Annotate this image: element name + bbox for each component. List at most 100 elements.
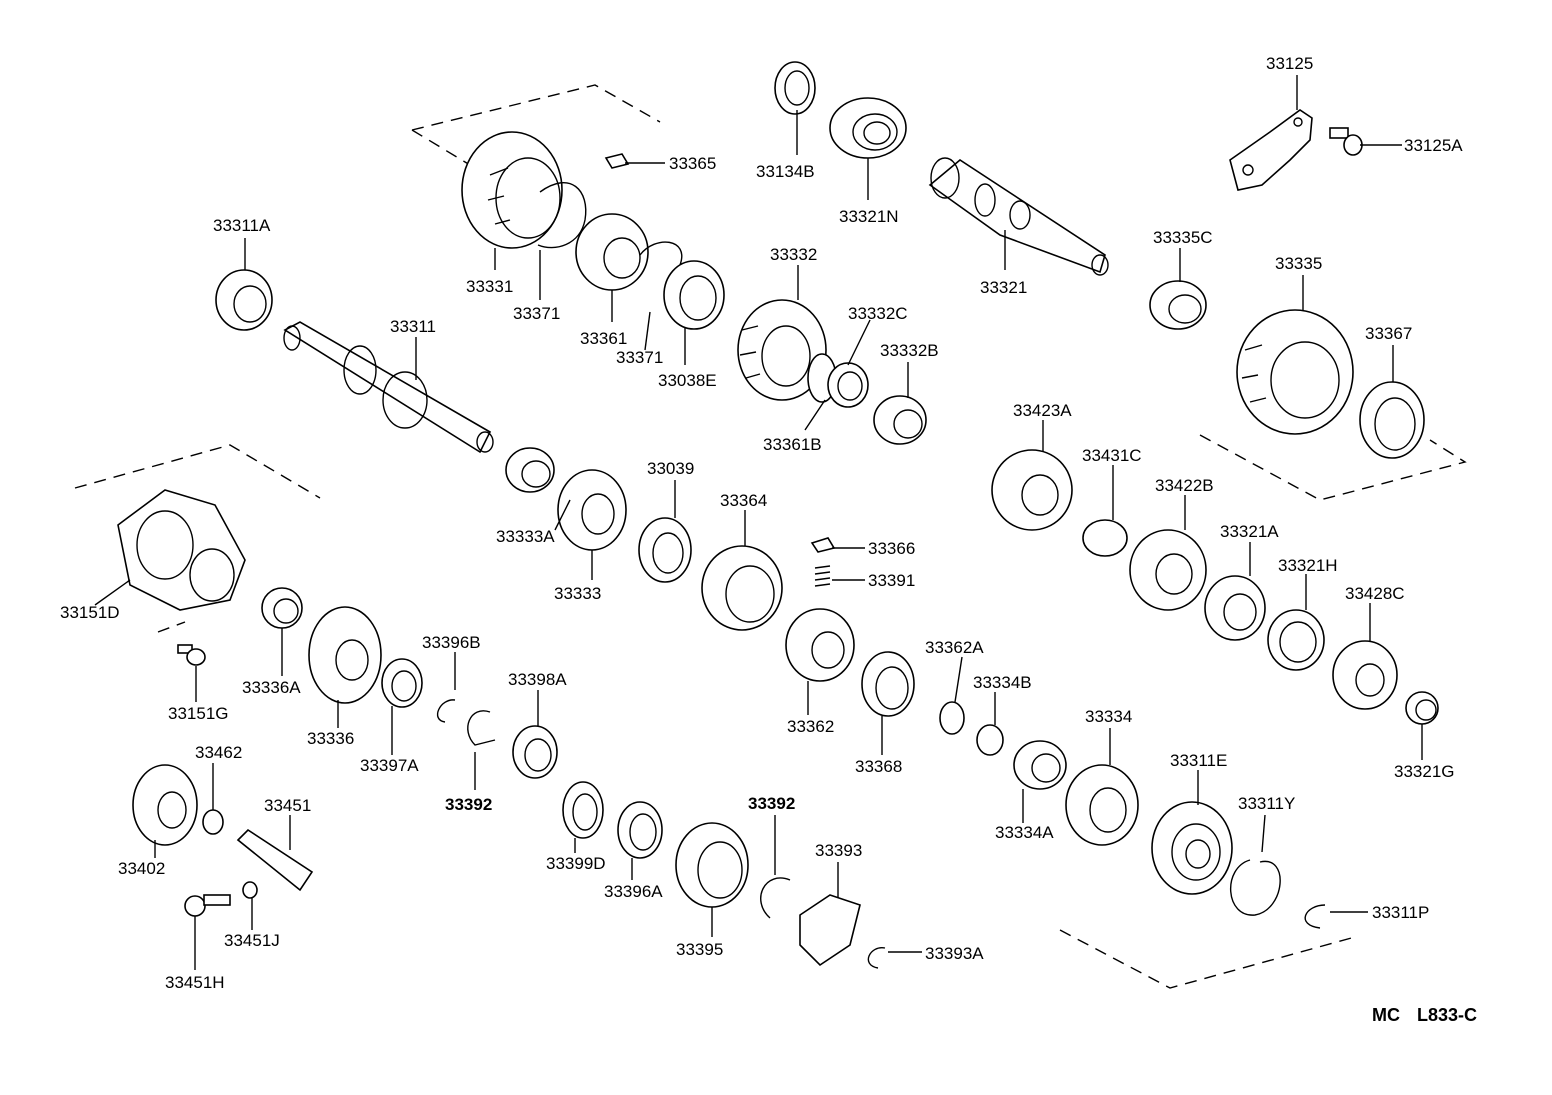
shaft-33451 — [236, 828, 314, 892]
gear-33334 — [1065, 764, 1139, 846]
bolt-33125A — [1329, 127, 1363, 156]
label-33423A: 33423A — [1013, 401, 1072, 420]
label-33361: 33361 — [580, 329, 627, 348]
label-33332C: 33332C — [848, 304, 908, 323]
ring-33397A — [381, 658, 423, 708]
label-33332B: 33332B — [880, 341, 939, 360]
label-33367: 33367 — [1365, 324, 1412, 343]
label-33321G: 33321G — [1394, 762, 1455, 781]
label-33371a: 33371 — [513, 304, 560, 323]
ring-33368 — [861, 651, 915, 717]
label-33311: 33311 — [390, 317, 436, 336]
dashed-group-outlines — [74, 84, 1467, 989]
ring-33367 — [1359, 381, 1425, 459]
label-33311A: 33311A — [213, 216, 271, 235]
washer-33462 — [202, 809, 224, 835]
ring-33393A — [867, 947, 886, 969]
clip-33392b — [760, 877, 791, 919]
label-33321H: 33321H — [1278, 556, 1338, 575]
label-33039: 33039 — [647, 459, 694, 478]
label-33331: 33331 — [466, 277, 513, 296]
key-33365 — [604, 153, 630, 169]
ring-33321H — [1267, 609, 1325, 671]
label-33392a: 33392 — [445, 795, 492, 814]
label-33391: 33391 — [868, 571, 915, 590]
bearing-33321A — [1204, 575, 1266, 641]
spring-33371b — [639, 241, 683, 266]
sleeve-33395 — [675, 822, 749, 908]
gear-33423A — [991, 449, 1073, 531]
washer-33451J — [242, 881, 258, 899]
ring-33362A — [939, 701, 965, 735]
bolt-33451H — [184, 894, 231, 917]
ring-33398A — [512, 725, 558, 779]
bearing-33332B — [873, 395, 927, 445]
label-33422B: 33422B — [1155, 476, 1214, 495]
hub-33361 — [575, 213, 649, 291]
label-33396A: 33396A — [604, 882, 663, 901]
label-33462: 33462 — [195, 743, 242, 762]
label-33398A: 33398A — [508, 670, 567, 689]
label-33368: 33368 — [855, 757, 902, 776]
label-33364: 33364 — [720, 491, 767, 510]
sleeve-33364 — [701, 545, 783, 631]
collar-33431C — [1082, 519, 1128, 557]
spring-33371a — [537, 181, 587, 249]
label-33431C: 33431C — [1082, 446, 1142, 465]
label-33311Y: 33311Y — [1238, 794, 1295, 813]
label-33393A: 33393A — [925, 944, 984, 963]
gear-33422B — [1129, 529, 1207, 611]
gear-33332 — [737, 299, 827, 401]
gear-33402 — [132, 764, 198, 846]
label-33393: 33393 — [815, 841, 862, 860]
label-33336: 33336 — [307, 729, 354, 748]
hub-33362 — [785, 608, 855, 682]
label-33134B: 33134B — [756, 162, 815, 181]
label-33336A: 33336A — [242, 678, 301, 697]
label-33335C: 33335C — [1153, 228, 1213, 247]
sleeve-33331 — [461, 131, 563, 249]
label-33334: 33334 — [1085, 707, 1132, 726]
fork-33393 — [799, 894, 861, 967]
label-33396B: 33396B — [422, 633, 481, 652]
bearing-33311E — [1151, 801, 1233, 895]
bearing-33336A — [261, 587, 303, 629]
label-33392b: 33392 — [748, 794, 795, 813]
label-33397A: 33397A — [360, 756, 419, 775]
ring-33334B — [976, 724, 1004, 756]
label-33362A: 33362A — [925, 638, 984, 657]
label-33332: 33332 — [770, 245, 817, 264]
label-33428C: 33428C — [1345, 584, 1405, 603]
label-33125: 33125 — [1266, 54, 1313, 73]
label-33333: 33333 — [554, 584, 601, 603]
part-drawings — [117, 61, 1439, 969]
label-33334A: 33334A — [995, 823, 1054, 842]
ring-33396A — [617, 801, 663, 859]
drawing-code: MC L833-C — [1372, 1005, 1478, 1025]
gear-33333 — [557, 469, 627, 551]
label-33311E: 33311E — [1170, 751, 1227, 770]
leader-lines — [94, 75, 1423, 970]
label-33151D: 33151D — [60, 603, 120, 622]
bearing-33321N — [829, 97, 907, 159]
label-33395: 33395 — [676, 940, 723, 959]
ring-33038E — [663, 260, 725, 330]
bearing-33335C — [1149, 280, 1207, 330]
bracket-33125 — [1229, 109, 1313, 191]
ring-33399D — [562, 781, 604, 839]
bearing-33333A — [505, 447, 555, 493]
bearing-33311A — [215, 269, 273, 331]
label-33451J: 33451J — [224, 931, 280, 950]
ring-33396B — [436, 699, 456, 723]
label-33451H: 33451H — [165, 973, 225, 992]
label-33361B: 33361B — [763, 435, 822, 454]
label-33335: 33335 — [1275, 254, 1322, 273]
label-33366: 33366 — [868, 539, 915, 558]
bolt-33151G — [177, 644, 206, 666]
bearing-33334A — [1013, 740, 1067, 790]
ring-33311Y — [1229, 859, 1281, 916]
label-33334B: 33334B — [973, 673, 1032, 692]
clip-33392a — [467, 710, 496, 746]
key-33366 — [810, 537, 836, 553]
label-33371b: 33371 — [616, 348, 663, 367]
